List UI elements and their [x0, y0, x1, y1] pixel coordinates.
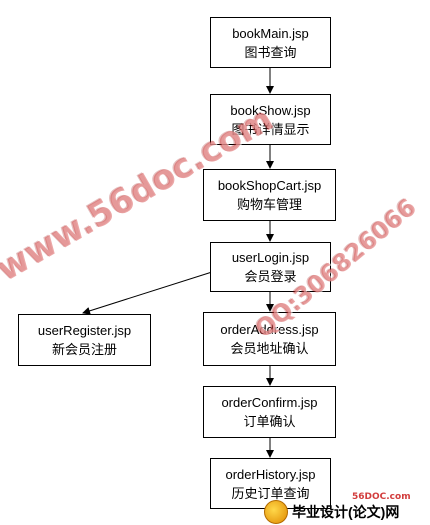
node-book-shopcart-file: bookShopCart.jsp — [217, 178, 322, 193]
node-order-confirm: orderConfirm.jsp 订单确认 — [203, 386, 336, 438]
node-book-show-desc: 图书详情显示 — [231, 121, 310, 137]
logo-text: 毕业设计(论文)网 — [292, 503, 400, 520]
node-order-address-file: orderAddress.jsp — [220, 322, 319, 337]
node-book-main-desc: 图书查询 — [244, 44, 297, 60]
node-order-address-desc: 会员地址确认 — [230, 341, 309, 356]
watermark-logo: 毕业设计(论文)网 — [264, 498, 430, 525]
node-book-show-file: bookShow.jsp — [230, 102, 311, 118]
node-book-show: bookShow.jsp 图书详情显示 — [210, 94, 331, 145]
node-order-history-desc: 历史订单查询 — [231, 485, 310, 501]
node-user-login: userLogin.jsp 会员登录 — [210, 242, 331, 292]
node-order-confirm-file: orderConfirm.jsp — [221, 395, 318, 410]
node-user-register: userRegister.jsp 新会员注册 — [18, 314, 151, 366]
node-book-shopcart-desc: 购物车管理 — [236, 197, 302, 212]
node-book-main-file: bookMain.jsp — [232, 25, 309, 41]
node-user-register-file: userRegister.jsp — [37, 323, 132, 338]
node-user-login-file: userLogin.jsp — [231, 250, 310, 265]
node-user-register-desc: 新会员注册 — [51, 342, 117, 357]
node-order-history-file: orderHistory.jsp — [225, 466, 316, 482]
node-book-main: bookMain.jsp 图书查询 — [210, 17, 331, 68]
node-user-login-desc: 会员登录 — [244, 269, 297, 284]
logo-circle-icon — [264, 499, 288, 524]
node-order-confirm-desc: 订单确认 — [243, 414, 296, 429]
node-order-address: orderAddress.jsp 会员地址确认 — [203, 312, 336, 366]
node-book-shopcart: bookShopCart.jsp 购物车管理 — [203, 169, 336, 221]
watermark-corner-site: 56DOC.com — [352, 492, 411, 502]
edge-login-register — [82, 271, 213, 315]
